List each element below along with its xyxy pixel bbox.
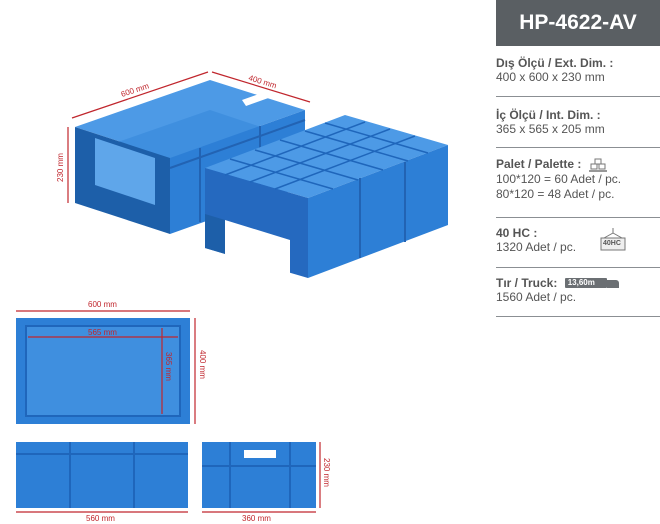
truck-block: Tır / Truck: 13,60m 1560 Adet / pc. bbox=[496, 276, 660, 305]
top-length-label: 600 mm bbox=[88, 300, 117, 309]
int-dim-block: İç Ölçü / Int. Dim. : 365 x 565 x 205 mm bbox=[496, 108, 660, 137]
divider bbox=[496, 147, 660, 148]
side-width-label: 360 mm bbox=[242, 514, 271, 523]
divider bbox=[496, 217, 660, 218]
pallet-block: Palet / Palette : 100*120 = 60 Adet / pc… bbox=[496, 157, 660, 202]
truck-label: Tır / Truck: bbox=[496, 276, 558, 290]
top-width-label: 400 mm bbox=[198, 350, 207, 379]
truck-value: 1560 Adet / pc. bbox=[496, 290, 577, 304]
pallet-label-text: Palet / Palette : bbox=[496, 157, 582, 171]
side-handle-slot bbox=[244, 450, 276, 458]
ext-dim-block: Dış Ölçü / Ext. Dim. : 400 x 600 x 230 m… bbox=[496, 56, 660, 85]
truck-icon: 13,60m bbox=[564, 277, 621, 290]
front-length-label: 560 mm bbox=[86, 514, 115, 523]
ext-dim-label: Dış Ölçü / Ext. Dim. : bbox=[496, 56, 614, 70]
side-height-label: 230 mm bbox=[322, 458, 331, 487]
spec-panel: HP-4622-AV Dış Ölçü / Ext. Dim. : 400 x … bbox=[496, 0, 660, 318]
iso-crate-illustration: 600 mm 400 mm 230 mm bbox=[56, 71, 448, 278]
hc-block: 40 HC : 1320 Adet / pc. 40HC bbox=[496, 226, 660, 255]
truck-icon-text: 13,60m bbox=[567, 277, 595, 287]
int-dim-value: 365 x 565 x 205 mm bbox=[496, 122, 605, 136]
truck-label-row: Tır / Truck: 13,60m bbox=[496, 276, 660, 290]
stacked-crate bbox=[205, 115, 448, 278]
front-view-body bbox=[16, 442, 188, 508]
divider bbox=[496, 316, 660, 317]
top-inner-length-label: 565 mm bbox=[88, 328, 117, 337]
hc-label: 40 HC : bbox=[496, 226, 538, 240]
container-icon: 40HC bbox=[600, 228, 626, 252]
pallet-value-2: 80*120 = 48 Adet / pc. bbox=[496, 186, 615, 201]
divider bbox=[496, 96, 660, 97]
iso-height-label: 230 mm bbox=[56, 153, 65, 182]
pallet-icon bbox=[588, 158, 607, 172]
hc-value: 1320 Adet / pc. bbox=[496, 240, 577, 254]
side-view-illustration: 360 mm 230 mm bbox=[202, 442, 331, 523]
top-view-inner bbox=[25, 325, 181, 417]
product-code-title: HP-4622-AV bbox=[496, 0, 660, 46]
divider bbox=[496, 267, 660, 268]
pallet-value-1: 100*120 = 60 Adet / pc. bbox=[496, 171, 622, 186]
top-view-illustration: 600 mm 565 mm 365 mm 400 mm bbox=[16, 300, 207, 424]
iso-dimension-lines bbox=[67, 71, 311, 203]
front-view-illustration: 560 mm bbox=[16, 442, 188, 523]
pallet-label: Palet / Palette : bbox=[496, 157, 660, 172]
top-inner-width-label: 365 mm bbox=[164, 352, 173, 381]
int-dim-label: İç Ölçü / Int. Dim. : bbox=[496, 108, 601, 122]
container-icon-text: 40HC bbox=[603, 240, 621, 247]
ext-dim-value: 400 x 600 x 230 mm bbox=[496, 70, 605, 84]
